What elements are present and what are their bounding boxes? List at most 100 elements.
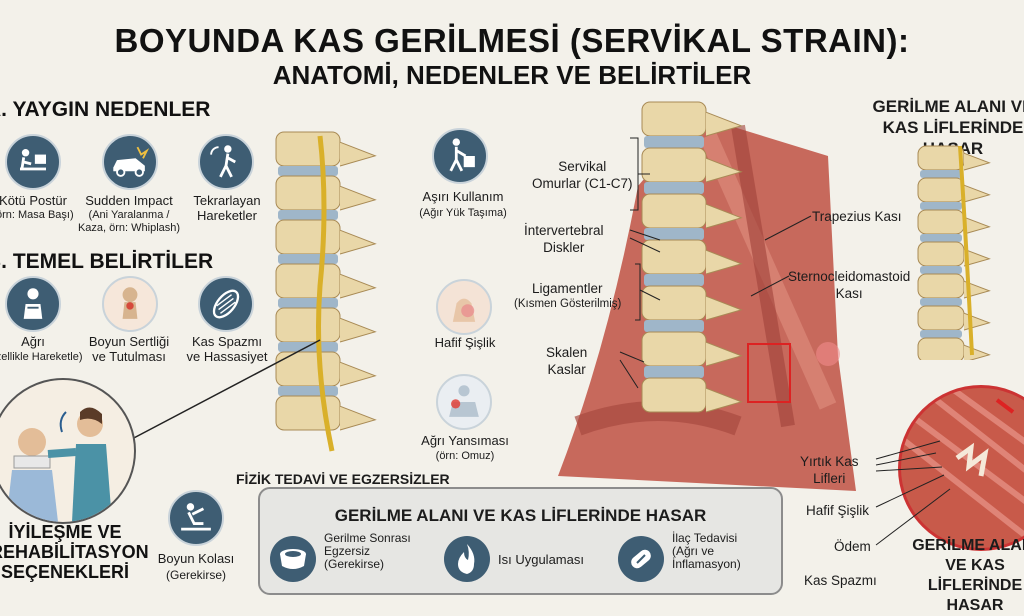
vertebra — [275, 175, 341, 211]
medication-pill-icon — [618, 536, 664, 582]
spinous-process — [963, 312, 991, 331]
vertebra — [917, 305, 965, 331]
label-scalene: Skalen Kaslar — [546, 345, 588, 377]
label-torn-fibers: Yırtık Kas Lifleri — [800, 454, 859, 486]
spinous-process — [963, 216, 991, 235]
spinous-process — [339, 141, 377, 167]
pain-icon — [5, 276, 61, 332]
page-title: BOYUNDA KAS GERİLMESİ (SERVİKAL STRAIN): — [114, 22, 910, 59]
spinous-process — [705, 249, 743, 275]
label-edema: Ödem — [834, 539, 871, 554]
intervertebral-disc — [278, 298, 338, 308]
intervertebral-disc — [644, 182, 704, 194]
spinous-process — [339, 405, 377, 431]
symptom-sub-pain: (Özellikle Hareketle) — [0, 351, 83, 363]
spinous-process — [705, 157, 743, 183]
symptom-label-stiffness: Boyun Sertliği ve Tutulması — [88, 334, 170, 364]
repetitive-motion-icon — [198, 134, 254, 190]
symptoms-heading: B. TEMEL BELİRTİLER — [0, 250, 214, 273]
pointer-line — [129, 339, 321, 441]
intervertebral-disc — [920, 170, 962, 178]
treatment-label-medication: İlaç Tedavisi (Ağrı ve İnflamasyon) — [672, 531, 741, 571]
spinous-process — [705, 295, 743, 321]
label-muscle-spasm: Kas Spazmı — [804, 573, 877, 588]
damage-bottom-heading: GERİLME ALANI VE KAS LİFLERİNDE HASAR — [912, 537, 1024, 614]
physio-illustration — [0, 378, 136, 524]
neck-collar-icon — [270, 536, 316, 582]
intervertebral-disc — [644, 228, 704, 240]
vertebra — [917, 145, 965, 171]
cause-label-overuse: Aşırı Kullanım — [422, 189, 504, 204]
vertebra — [917, 337, 965, 360]
heavy-lifting-icon — [432, 128, 488, 184]
causes-heading: A. YAYGIN NEDENLER — [0, 98, 211, 121]
treatment-label-exercise: Gerilme Sonrası Egzersiz (Gerekirse) — [324, 531, 411, 571]
shoulder-pain-icon — [436, 374, 492, 430]
collar-sub: (Gerekirse) — [165, 568, 226, 582]
spinous-process — [963, 344, 991, 360]
spinous-process — [963, 184, 991, 203]
treatment-label-heat: Isı Uygulaması — [498, 552, 584, 567]
swelling-icon — [436, 279, 492, 335]
spinous-process — [339, 361, 377, 387]
spinous-process — [705, 111, 743, 137]
symptom-sub-referred: (örn: Omuz) — [435, 450, 495, 462]
vertebra — [275, 263, 341, 299]
intervertebral-disc — [920, 202, 962, 210]
cause-sub-impact: (Ani Yaralanma / Kaza, örn: Whiplash) — [77, 209, 181, 234]
cause-label-impact: Sudden Impact — [85, 193, 173, 208]
label-ligaments-sub: (Kısmen Gösterilmiş) — [514, 298, 622, 310]
vertebra — [275, 219, 341, 255]
physio-label: FİZİK TEDAVİ VE EGZERSİZLER — [236, 471, 450, 487]
recovery-heading: İYİLEŞME VE REHABİLİTASYON SEÇENEKLERİ — [0, 522, 149, 582]
collar-label: Boyun Kolası — [157, 551, 235, 566]
right-spine-illustration — [917, 145, 991, 360]
vertebra — [917, 241, 965, 267]
intervertebral-disc — [644, 366, 704, 378]
spinous-process — [963, 248, 991, 267]
intervertebral-disc — [278, 166, 338, 176]
spinous-process — [339, 273, 377, 299]
muscle-leader-lines — [750, 215, 812, 297]
treatment-heading: GERİLME ALANI VE KAS LİFLERİNDE HASAR — [334, 506, 707, 525]
cause-sub-overuse: (Ağır Yük Taşıma) — [419, 207, 507, 219]
spinous-process — [963, 152, 991, 171]
intervertebral-disc — [278, 210, 338, 220]
intervertebral-disc — [920, 234, 962, 242]
vertebra — [917, 273, 965, 299]
symptom-label-swelling: Hafif Şişlik — [434, 335, 496, 350]
spinous-process — [339, 317, 377, 343]
symptom-label-pain: Ağrı — [21, 334, 45, 349]
vertebra — [275, 131, 341, 167]
exercise-icon — [168, 490, 224, 546]
symptom-label-spasm: Kas Spazmı ve Hassasiyet — [186, 334, 268, 364]
desk-posture-icon — [5, 134, 61, 190]
page-subtitle: ANATOMİ, NEDENLER VE BELİRTİLER — [272, 60, 752, 90]
neck-anatomy-illustration — [558, 101, 856, 491]
spinous-process — [339, 229, 377, 255]
car-crash-icon — [102, 134, 158, 190]
spinous-process — [339, 185, 377, 211]
intervertebral-disc — [278, 254, 338, 264]
damage-leader-lines — [875, 440, 951, 546]
cause-label-posture: Kötü Postür — [0, 193, 67, 208]
intervertebral-disc — [644, 320, 704, 332]
vertebra — [917, 209, 965, 235]
heat-flame-icon — [444, 536, 490, 582]
symptom-label-referred: Ağrı Yansıması — [421, 433, 509, 448]
neck-stiffness-icon — [102, 276, 158, 332]
spinous-process — [705, 387, 743, 413]
label-discs: İntervertebral Diskler — [524, 223, 604, 255]
vertebra — [917, 177, 965, 203]
left-spine-illustration — [275, 131, 377, 452]
intervertebral-disc — [644, 274, 704, 286]
spinous-process — [705, 341, 743, 367]
cause-label-repetitive: Tekrarlayan Hareketler — [193, 193, 261, 223]
intervertebral-disc — [644, 136, 704, 148]
cause-sub-posture: (örn: Masa Başı) — [0, 209, 74, 221]
intervertebral-disc — [920, 298, 962, 306]
label-ligaments: Ligamentler — [532, 281, 603, 296]
label-trapezius: Trapezius Kası — [812, 209, 902, 224]
label-scm: Sternocleidomastoid Kası — [788, 269, 911, 301]
label-cervical: Servikal Omurlar (C1-C7) — [532, 159, 633, 191]
